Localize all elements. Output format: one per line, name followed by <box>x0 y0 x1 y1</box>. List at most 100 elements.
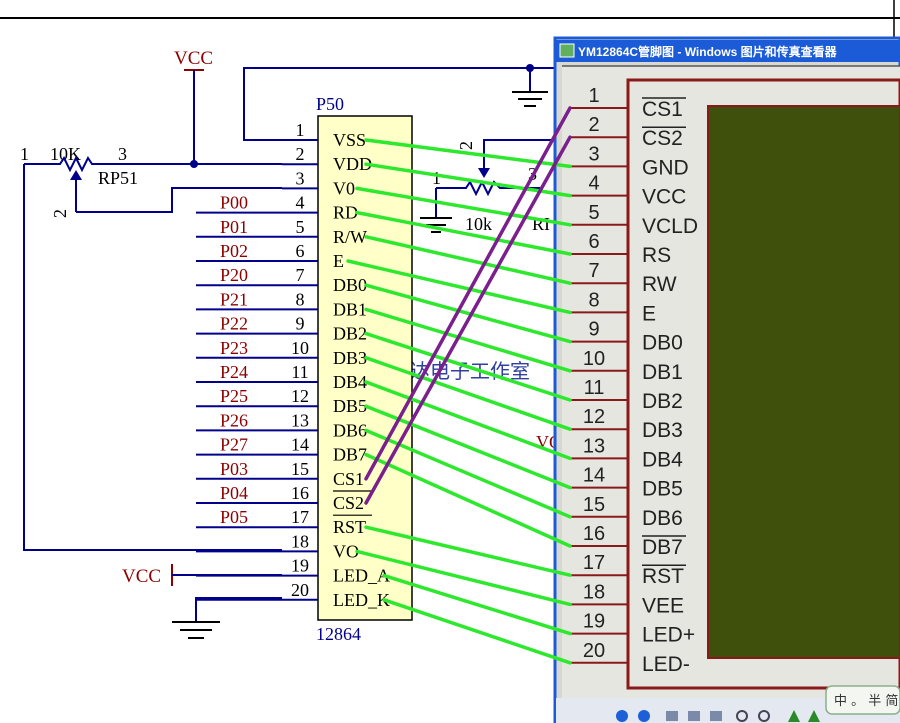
lcd-pin-number: 1 <box>588 85 599 107</box>
green-connection-line <box>364 356 572 431</box>
chip-pin-name: VDD <box>333 154 372 174</box>
chip-pin-name: VSS <box>333 130 366 150</box>
lcd-pin-number: 4 <box>588 173 599 195</box>
lcd-pin-number: 13 <box>583 435 605 457</box>
green-connection-line <box>364 307 572 373</box>
pot-pin1-label: 1 <box>20 144 29 164</box>
chip-pin-number: 8 <box>296 289 305 309</box>
chip-pin-number: 6 <box>296 241 305 261</box>
lcd-pin-name: RST <box>642 565 684 588</box>
wire-gnd-bottom <box>195 597 282 622</box>
lcd-pin-number: 5 <box>588 202 599 224</box>
green-connection-line <box>364 452 572 548</box>
zoom-in-icon[interactable] <box>736 710 748 722</box>
purple-connection-line <box>364 106 572 481</box>
chip-net-label: P00 <box>220 193 248 213</box>
green-connection-line <box>355 210 572 256</box>
chip-net-label: P22 <box>220 314 248 334</box>
green-connection-line <box>355 186 572 227</box>
chip-pin-name: CS2 <box>333 493 364 513</box>
green-connection-line <box>364 331 572 402</box>
lcd-pin-name: DB1 <box>642 361 683 384</box>
chip-pin-name: DB2 <box>333 324 367 344</box>
chip-net-label: P25 <box>220 386 248 406</box>
purple-connection-lines <box>364 106 572 505</box>
lcd-pin-name: LED+ <box>642 624 695 647</box>
vcc-top-label: VCC <box>174 48 213 69</box>
viewer-app-icon <box>559 43 575 58</box>
lcd-pin-name: GND <box>642 156 689 179</box>
chip-pin-number: 4 <box>296 193 305 213</box>
chip-pin-number: 1 <box>296 120 305 140</box>
lcd-pin-number: 17 <box>583 552 605 574</box>
lcd-pin-number: 15 <box>583 494 605 516</box>
chip-pin-name: VO <box>333 541 359 561</box>
green-connection-line <box>382 573 572 636</box>
chip-pin-name: DB5 <box>333 396 367 416</box>
image-viewer-window[interactable]: YM12864C管脚图 - Windows 图片和传真查看器 1CS12CS23… <box>553 36 900 723</box>
prev-image-icon[interactable] <box>616 710 628 722</box>
chip-pin-number: 10 <box>291 338 309 358</box>
lcd-pin-name: DB3 <box>642 419 683 442</box>
lcd-pin-name: VCC <box>642 186 686 209</box>
green-connection-line <box>364 162 572 198</box>
chip-net-label: P01 <box>220 217 248 237</box>
lcd-pin-number: 12 <box>583 406 605 428</box>
lcd-pin-number: 11 <box>584 377 605 399</box>
chip-pin-number: 7 <box>296 265 305 285</box>
actual-size-icon[interactable] <box>688 711 700 721</box>
chip-pin-number: 18 <box>291 531 309 551</box>
chip-pin-name: CS1 <box>333 469 364 489</box>
chip-net-label: P23 <box>220 338 248 358</box>
zoom-out-icon[interactable] <box>758 710 770 722</box>
chip-pin-name: E <box>333 251 344 271</box>
ime-text: 中 。 半 简 <box>834 693 898 709</box>
chip-part-label: 12864 <box>316 624 361 644</box>
green-connection-line <box>364 138 572 169</box>
lcd-pin-name: RS <box>642 244 671 267</box>
pot-resistor-body <box>24 155 282 173</box>
viewer-titlebar[interactable] <box>556 40 900 62</box>
chip-pin-name: DB4 <box>333 372 367 392</box>
chip-pin-name: LED_A <box>333 566 390 586</box>
chip-pin-number: 2 <box>296 144 305 164</box>
lcd-pin-number: 10 <box>583 348 605 370</box>
ime-toolbar[interactable] <box>825 685 900 715</box>
green-connection-line <box>355 549 572 607</box>
lcd-pin-number: 6 <box>588 231 599 253</box>
chip-net-label: P24 <box>220 362 248 382</box>
pot2-pin1-label: 1 <box>432 168 441 188</box>
chip-pin-number: 19 <box>291 556 309 576</box>
green-connection-line <box>364 235 572 285</box>
chip-pin-number: 20 <box>291 580 309 600</box>
chip-pin-number: 11 <box>291 362 308 382</box>
lcd-pin-name: DB7 <box>642 536 683 559</box>
lcd-pin-name: CS2 <box>642 127 683 150</box>
lcd-pin-number: 14 <box>583 465 605 487</box>
chip-pin-number: 16 <box>291 483 309 503</box>
chip-net-label: P21 <box>220 289 248 309</box>
rotate-cw-icon[interactable] <box>788 710 800 722</box>
next-image-icon[interactable] <box>638 710 650 722</box>
slideshow-icon[interactable] <box>710 711 722 721</box>
chip-pin-number: 17 <box>291 507 309 527</box>
purple-connection-line <box>364 135 572 505</box>
best-fit-icon[interactable] <box>666 711 678 721</box>
lcd-screen <box>707 105 900 659</box>
chip-net-label: P02 <box>220 241 248 261</box>
viewer-title: YM12864C管脚图 - Windows 图片和传真查看器 <box>578 44 838 59</box>
chip-pin-number: 12 <box>291 386 309 406</box>
pot-ref-label: RP51 <box>98 168 138 188</box>
rotate-ccw-icon[interactable] <box>808 710 820 722</box>
green-connection-line <box>364 283 572 344</box>
lcd-pin-name: DB2 <box>642 390 683 413</box>
chip-pin-number: 5 <box>296 217 305 237</box>
chip-net-label: P05 <box>220 507 248 527</box>
lcd-pin-name: RW <box>642 273 677 296</box>
chip-pin-name: LED_K <box>333 590 390 610</box>
chip-pin-number: 14 <box>291 435 309 455</box>
chip-net-label: P04 <box>220 483 248 503</box>
